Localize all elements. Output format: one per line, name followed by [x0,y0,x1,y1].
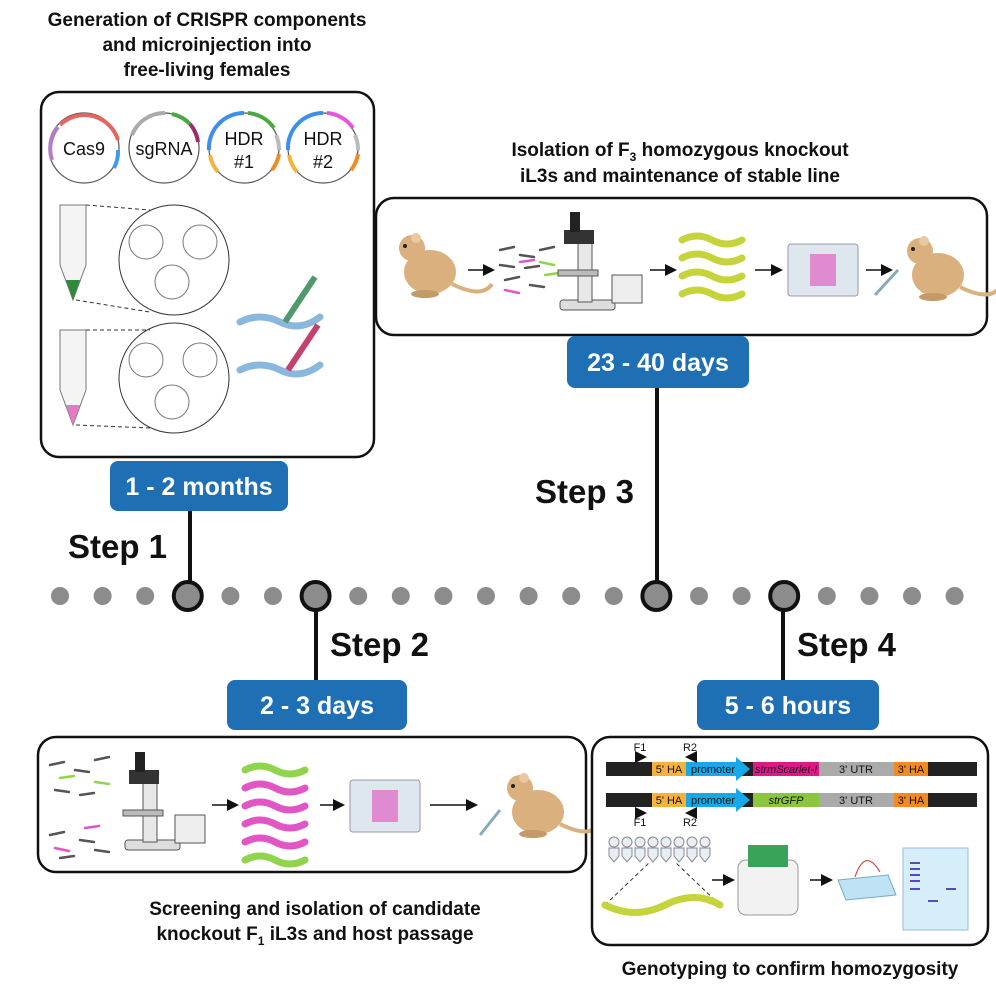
timeline-step-marker [171,580,204,612]
svg-text:Cas9: Cas9 [63,139,105,159]
timeline-dot [690,587,708,605]
svg-text:strmScarlet-I: strmScarlet-I [755,764,817,776]
timeline-dot [264,587,282,605]
pcr-tube-cap [621,836,633,848]
timeline-dot [732,587,751,605]
svg-text:1 - 2 months: 1 - 2 months [125,473,272,501]
pcr-tube [608,847,620,863]
step2-panel [36,735,588,874]
timeline-dot [477,587,495,605]
plasmid-sgrna: sgRNA [128,110,200,184]
svg-text:5 - 6 hours: 5 - 6 hours [725,692,851,720]
pcr-tube [686,847,698,863]
plasmid-hdr2: HDR #2 [285,110,360,184]
pcr-tube-cap [634,836,646,848]
step3-label: Step 3 [535,473,634,510]
timeline-dot [519,587,538,605]
svg-text:3' HA: 3' HA [898,795,925,807]
timeline-dot [221,587,240,605]
timeline-dot [945,587,964,605]
plasmid-hdr1: HDR #1 [206,110,281,184]
svg-text:F1: F1 [634,742,647,754]
svg-text:free-living females: free-living females [124,60,291,81]
timeline-dot [860,587,879,605]
injection-mix-pink [59,322,324,434]
timeline [51,580,964,612]
timeline-dot [349,587,368,605]
pcr-tube-cap [686,836,698,848]
svg-text:3' HA: 3' HA [898,764,925,776]
svg-text:Generation of CRISPR component: Generation of CRISPR components [48,10,367,31]
step1-label: Step 1 [68,528,167,565]
timeline-step-marker [299,580,332,612]
step4-duration-badge: 5 - 6 hours [697,680,879,730]
svg-text:Isolation of F3 homozygous kno: Isolation of F3 homozygous knockout [511,140,849,164]
pcr-tube-cap [660,836,672,848]
pcr-tube [673,847,685,863]
pcr-tube-cap [608,836,620,848]
svg-text:F1: F1 [634,817,647,829]
timeline-step-marker [640,580,673,612]
timeline-dot [434,587,453,605]
svg-text:iL3s and maintenance of stable: iL3s and maintenance of stable line [520,166,840,187]
svg-text:strGFP: strGFP [769,795,804,807]
plasmid-row: Cas9 sgRNA HDR #1 HDR #2 [48,110,360,184]
step3-title: Isolation of F3 homozygous knockout iL3s… [511,140,849,187]
timeline-dot [51,587,69,605]
step1-title: Generation of CRISPR components and micr… [48,10,367,81]
plasmid-cas9: Cas9 [48,112,121,184]
svg-text:#1: #1 [234,152,254,172]
timeline-step-marker [768,580,801,612]
timeline-dot [562,587,581,605]
step1-duration-badge: 1 - 2 months [110,461,288,511]
pcr-tube [699,847,711,863]
svg-text:sgRNA: sgRNA [135,139,192,159]
pcr-tube-cap [673,836,685,848]
step3-duration-badge: 23 - 40 days [567,336,749,388]
pcr-tube [634,847,646,863]
svg-text:R2: R2 [683,817,697,829]
svg-text:23 - 40 days: 23 - 40 days [587,349,729,377]
timeline-dot [903,587,921,605]
svg-text:promoter: promoter [691,795,735,807]
step2-duration-badge: 2 - 3 days [227,680,407,730]
pcr-tube [647,847,659,863]
pcr-tube-cap [699,836,711,848]
svg-text:Screening and isolation of can: Screening and isolation of candidate [149,899,481,920]
timeline-dot [391,587,410,605]
svg-text:promoter: promoter [691,764,735,776]
step4-title: Genotyping to confirm homozygosity [622,959,959,980]
svg-text:3' UTR: 3' UTR [839,795,873,807]
svg-text:2 - 3 days: 2 - 3 days [260,692,374,720]
genotyping-workflow [601,836,969,931]
svg-text:#2: #2 [313,152,333,172]
svg-text:3' UTR: 3' UTR [839,764,873,776]
timeline-dot [817,587,836,605]
svg-text:HDR: HDR [225,129,264,149]
svg-text:R2: R2 [683,742,697,754]
step2-workflow [48,751,602,868]
timeline-dot [604,587,623,605]
step4-label: Step 4 [797,626,897,663]
svg-text:and microinjection into: and microinjection into [102,35,311,56]
svg-text:5' HA: 5' HA [656,795,683,807]
timeline-dot [93,587,112,605]
step2-label: Step 2 [330,626,429,663]
construct-2: 5' HA promoter strGFP 3' UTR 3' HA F1 R2 [606,788,977,829]
timeline-dot [136,587,155,605]
construct-1: 5' HA promoter strmScarlet-I 3' UTR 3' H… [606,742,977,781]
svg-text:5' HA: 5' HA [656,764,683,776]
pcr-tube-cap [647,836,659,848]
pcr-tube [621,847,633,863]
step2-title: Screening and isolation of candidate kno… [149,899,481,948]
injection-mix-green [59,204,324,330]
step3-panel [374,196,989,337]
pcr-tube [660,847,672,863]
step3-workflow [397,211,996,311]
svg-text:knockout F1 iL3s and host pass: knockout F1 iL3s and host passage [156,924,473,948]
svg-text:HDR: HDR [304,129,343,149]
